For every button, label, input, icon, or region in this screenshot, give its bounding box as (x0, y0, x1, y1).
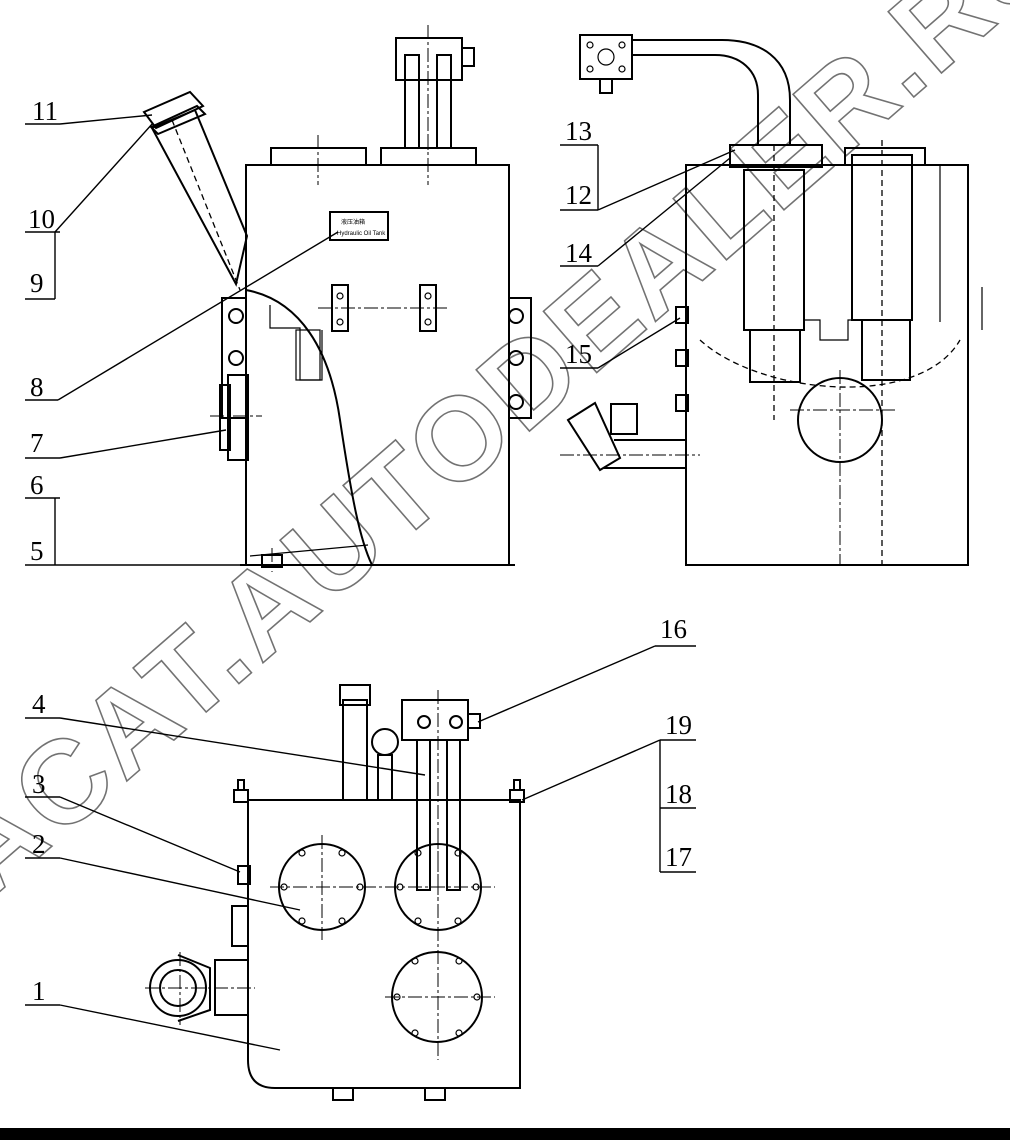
callout-16: 16 (660, 614, 687, 644)
front-view: 液压油箱 Hydraulic Oil Tank (142, 25, 532, 572)
callout-3: 3 (32, 769, 46, 799)
callout-9: 9 (30, 268, 44, 298)
callouts: 11 10 9 8 7 6 5 13 12 14 15 16 4 3 2 1 1 (25, 96, 736, 1051)
callout-2: 2 (32, 829, 46, 859)
callout-6: 6 (30, 470, 44, 500)
callout-7: 7 (30, 428, 44, 458)
cover-bolts (280, 849, 481, 1037)
callout-13: 13 (565, 116, 592, 146)
callout-1: 1 (32, 976, 46, 1006)
callout-18: 18 (665, 779, 692, 809)
footer-bar (0, 1128, 1010, 1140)
watermark: ACAT.AUTODEALER.RU (0, 0, 1010, 920)
plate-text-cn: 液压油箱 (341, 218, 365, 226)
callout-14: 14 (565, 238, 593, 268)
callout-10: 10 (28, 204, 55, 234)
callout-8: 8 (30, 372, 44, 402)
side-view (560, 34, 983, 566)
top-view (145, 684, 525, 1101)
callout-11: 11 (32, 96, 58, 126)
callout-17: 17 (665, 842, 692, 872)
callout-15: 15 (565, 339, 592, 369)
plate-text-en: Hydraulic Oil Tank (337, 231, 386, 237)
callout-19: 19 (665, 710, 692, 740)
callout-5: 5 (30, 536, 44, 566)
callout-4: 4 (32, 689, 46, 719)
callout-12: 12 (565, 180, 592, 210)
